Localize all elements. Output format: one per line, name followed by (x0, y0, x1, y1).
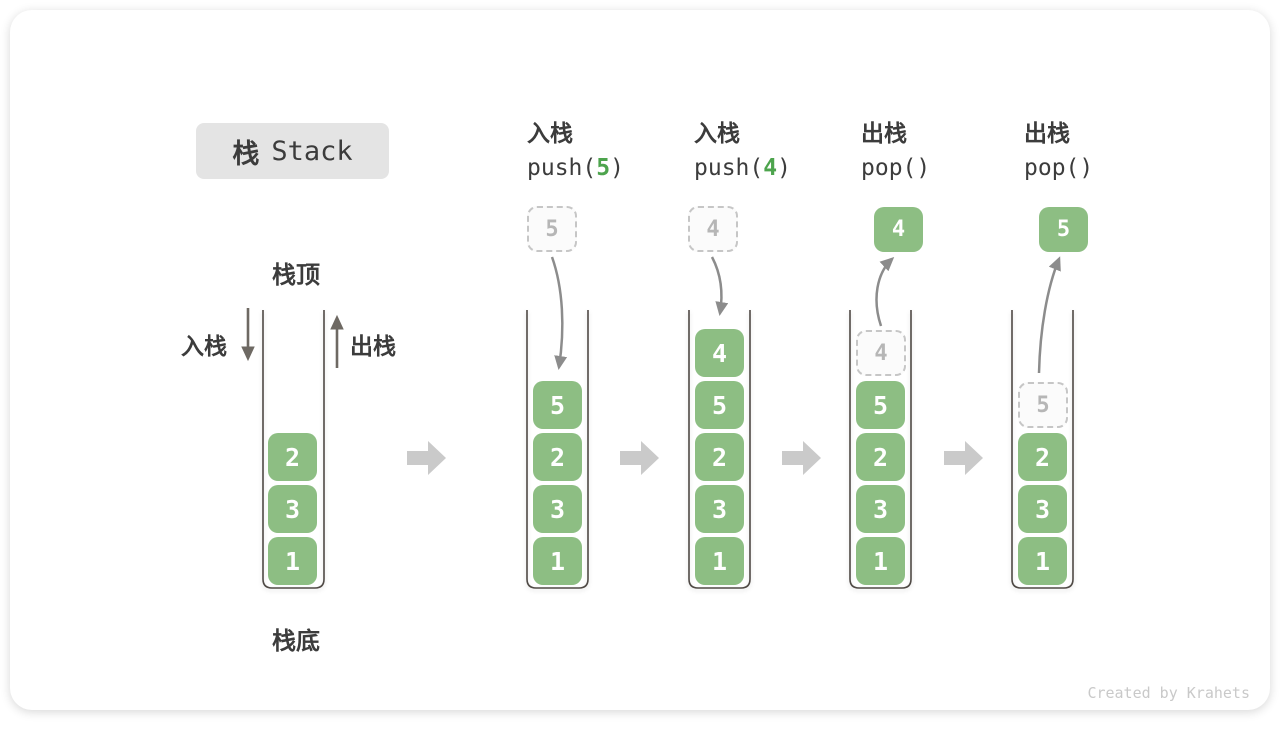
stack-block: 3 (533, 485, 582, 533)
op-call-pre: push( (694, 155, 764, 181)
flow-arrow-icon (407, 441, 446, 475)
stack-block: 1 (533, 537, 582, 585)
stack-block: 1 (268, 537, 317, 585)
incoming-value-ghost: 4 (688, 206, 738, 252)
op-call: pop() (861, 151, 930, 186)
op-call-post: ) (610, 155, 624, 181)
diagram-card: 栈 Stack 栈顶 栈底 入栈 出栈 入栈 push(5) 入栈 push(4… (10, 10, 1270, 710)
popped-slot-ghost: 5 (1018, 382, 1068, 428)
stack-block: 2 (1018, 433, 1067, 481)
stack-top-label: 栈顶 (272, 262, 320, 289)
stack-block: 4 (695, 329, 744, 377)
flow-arrow-icon (944, 441, 983, 475)
stack-block: 1 (1018, 537, 1067, 585)
diagram-title-zh: 栈 (232, 138, 260, 169)
op-header-push-5: 入栈 push(5) (527, 116, 624, 186)
pop-curve-arrow (875, 256, 895, 327)
op-header-pop-1: 出栈 pop() (861, 116, 930, 186)
op-call-post: ) (777, 155, 791, 181)
stack-block: 1 (856, 537, 905, 585)
op-header-pop-2: 出栈 pop() (1024, 116, 1093, 186)
op-call-post: ) (1079, 155, 1094, 181)
op-call-pre: pop( (1024, 155, 1080, 181)
op-action: 入栈 (694, 120, 740, 146)
pop-side-label: 出栈 (350, 333, 396, 359)
op-call-post: ) (916, 155, 931, 181)
incoming-value-ghost: 5 (527, 206, 577, 252)
push-curve-arrow (550, 256, 568, 370)
stack-block: 5 (533, 381, 582, 429)
op-action: 出栈 (861, 120, 907, 146)
stack-block: 5 (695, 381, 744, 429)
op-action: 入栈 (527, 120, 573, 146)
op-action: 出栈 (1024, 120, 1070, 146)
diagram-title-en: Stack (271, 135, 353, 167)
op-call-arg: 4 (763, 155, 778, 181)
popped-slot-ghost: 4 (856, 330, 906, 376)
stack-block: 2 (268, 433, 317, 481)
op-call: pop() (1024, 151, 1093, 186)
stack-bottom-label: 栈底 (272, 628, 320, 655)
popped-value-box: 5 (1039, 207, 1088, 252)
pop-curve-arrow (1037, 256, 1061, 374)
stack-block: 2 (695, 433, 744, 481)
diagram-title: 栈 Stack (196, 123, 389, 179)
push-side-label: 入栈 (181, 333, 227, 359)
op-call: push(5) (527, 151, 624, 186)
op-call-arg: 5 (596, 155, 611, 181)
watermark: Created by Krahets (1087, 684, 1250, 702)
stack-block: 3 (1018, 485, 1067, 533)
op-call-pre: push( (527, 155, 597, 181)
stack-block: 2 (856, 433, 905, 481)
push-curve-arrow (710, 256, 729, 316)
stack-block: 1 (695, 537, 744, 585)
op-call: push(4) (694, 151, 791, 186)
stack-block: 3 (695, 485, 744, 533)
flow-arrow-icon (620, 441, 659, 475)
popped-value-box: 4 (874, 207, 923, 252)
op-call-pre: pop( (861, 155, 917, 181)
flow-arrow-icon (782, 441, 821, 475)
stack-block: 3 (856, 485, 905, 533)
stack-block: 2 (533, 433, 582, 481)
op-header-push-4: 入栈 push(4) (694, 116, 791, 186)
stack-block: 5 (856, 381, 905, 429)
stack-block: 3 (268, 485, 317, 533)
